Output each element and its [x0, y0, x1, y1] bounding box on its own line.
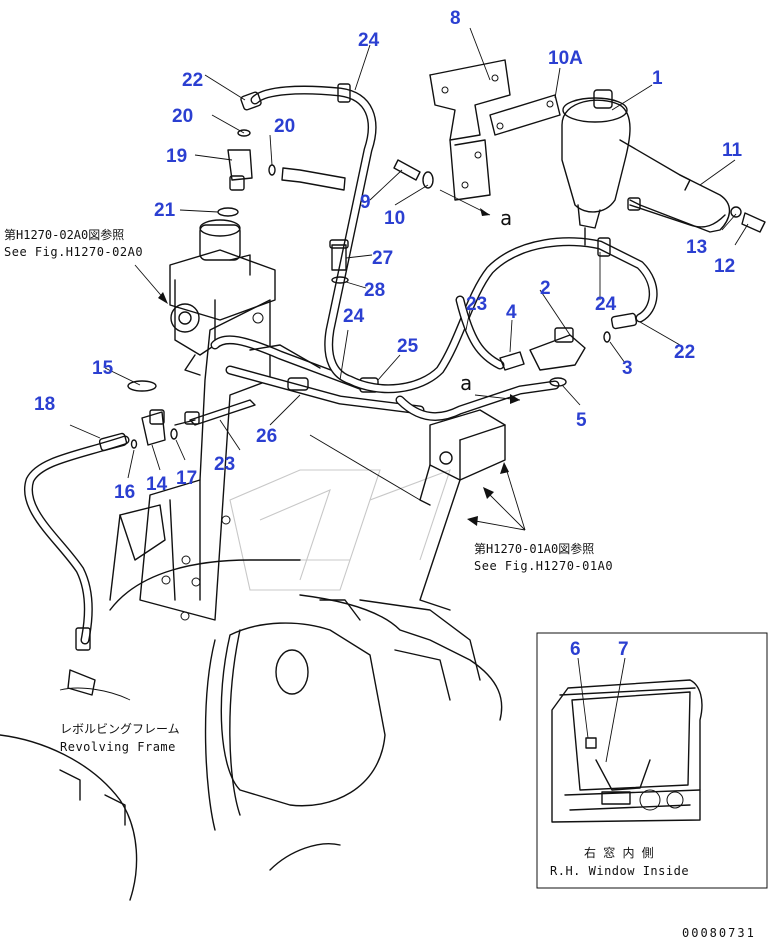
hose-23-middle — [395, 295, 560, 422]
mark-a-lower: a — [460, 371, 473, 395]
leader-lines — [69, 27, 749, 763]
callout-9: 9 — [360, 192, 371, 213]
callout-27: 27 — [372, 248, 393, 269]
callout-26: 26 — [256, 426, 277, 447]
accumulator — [561, 89, 631, 246]
callout-23a: 23 — [466, 294, 487, 315]
valve-block-fig01 — [419, 409, 506, 611]
callout-17: 17 — [176, 468, 197, 489]
bracket-8 — [429, 59, 511, 201]
window-inset — [536, 632, 768, 889]
callout-12: 12 — [714, 256, 735, 277]
ref-frame-jp: レボルビングフレーム — [60, 722, 180, 736]
hose-18 — [23, 432, 130, 696]
tee-fitting-2 — [499, 327, 611, 387]
callout-24c: 24 — [595, 294, 617, 315]
ref-arrow-fig02 — [134, 264, 168, 304]
callout-15: 15 — [92, 358, 114, 379]
callout-23b: 23 — [214, 454, 235, 475]
support-bracket — [139, 299, 271, 621]
callout-18: 18 — [34, 394, 55, 415]
callout-13: 13 — [686, 237, 707, 258]
callout-24a: 24 — [358, 30, 380, 51]
plate-10a — [489, 94, 561, 136]
ref-arrow-frame — [59, 687, 131, 701]
callout-14: 14 — [146, 474, 168, 495]
callout-4: 4 — [506, 302, 517, 323]
callout-24b: 24 — [343, 306, 365, 327]
callout-11: 11 — [722, 140, 743, 161]
callout-20a: 20 — [172, 106, 193, 127]
background-frame-ghost — [229, 469, 451, 591]
callout-6: 6 — [570, 639, 581, 660]
callout-21: 21 — [154, 200, 176, 221]
drawing-number: 00080731 — [682, 926, 756, 940]
callout-16: 16 — [114, 482, 135, 503]
callout-19: 19 — [166, 146, 187, 167]
ref-arrow-fig01 — [467, 462, 526, 531]
valve-block-fig02 — [169, 219, 276, 376]
callout-2: 2 — [540, 278, 551, 299]
ref-fig01-jp: 第H1270-01A0図参照 — [474, 541, 594, 556]
ref-fig01-en: See Fig.H1270-01A0 — [474, 559, 613, 573]
ref-window-en: R.H. Window Inside — [550, 864, 689, 878]
ref-fig02-jp: 第H1270-02A0図参照 — [4, 227, 124, 242]
mark-a-arrows — [474, 394, 521, 404]
callout-25: 25 — [397, 336, 419, 357]
upper-hose — [240, 83, 658, 394]
ref-fig02-en: See Fig.H1270-02A0 — [4, 245, 143, 259]
bolt-27 — [329, 239, 349, 284]
callout-22a: 22 — [182, 70, 203, 91]
mark-a-upper: a — [500, 206, 513, 230]
ref-frame-en: Revolving Frame — [60, 740, 176, 754]
fitting-14 — [127, 380, 178, 449]
pipe-assembly — [174, 335, 425, 426]
callout-10: 10 — [384, 208, 405, 229]
revolving-frame — [0, 504, 503, 901]
strap-clamp — [619, 139, 766, 233]
bolt-9 — [393, 159, 491, 216]
callout-7: 7 — [618, 639, 629, 660]
callout-1: 1 — [652, 68, 663, 89]
callout-10a: 10A — [548, 48, 583, 69]
ref-window-jp: 右 窓 内 側 — [584, 845, 654, 860]
callout-5: 5 — [576, 410, 587, 431]
callout-3: 3 — [622, 358, 633, 379]
callout-8: 8 — [450, 8, 461, 29]
callout-20b: 20 — [274, 116, 295, 137]
tee-fitting-19 — [217, 129, 346, 217]
callout-22b: 22 — [674, 342, 695, 363]
callout-28: 28 — [364, 280, 385, 301]
